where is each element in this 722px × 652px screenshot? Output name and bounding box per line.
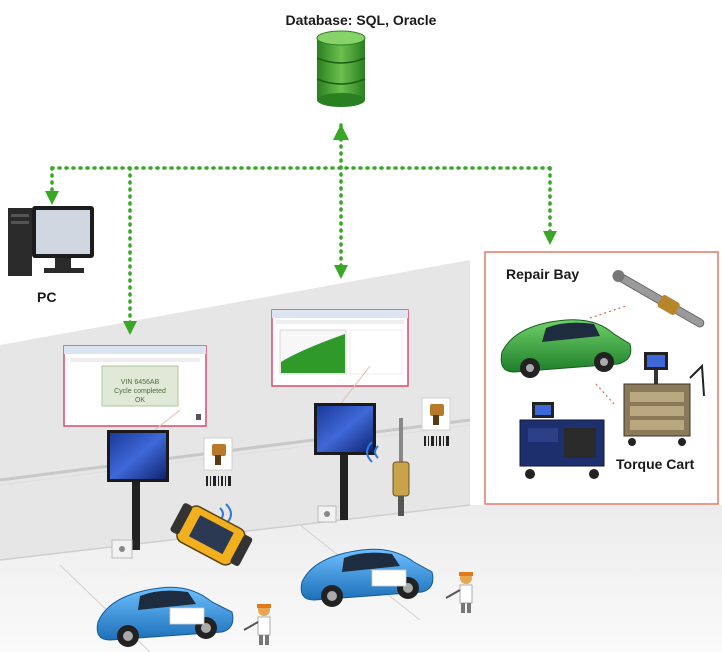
worker-2-icon <box>445 572 473 613</box>
network-connectors <box>45 123 557 335</box>
station-1-popup-window <box>63 345 207 427</box>
torque-cart-icon <box>623 352 705 446</box>
monitor-2-icon <box>314 403 376 523</box>
popup-result-line: OK <box>134 397 146 404</box>
torque-tool-icon <box>392 418 410 516</box>
pc-icon <box>8 206 94 276</box>
popup-status-text: VIN 6456AB Cycle completed OK <box>110 378 170 405</box>
database-label: Database: SQL, Oracle <box>285 12 437 28</box>
handheld-controller-icon <box>170 503 253 566</box>
station-2-popup-window <box>271 309 409 387</box>
car-blue-1-icon <box>96 586 234 647</box>
torque-wrench-icon <box>612 270 705 328</box>
nutrunner-barcode-1 <box>203 437 233 486</box>
repair-bay-label: Repair Bay <box>506 266 580 282</box>
torque-cart-label: Torque Cart <box>616 456 695 472</box>
monitor-1-icon <box>107 430 169 559</box>
car-green-icon <box>500 319 632 378</box>
blue-cart-icon <box>519 402 605 479</box>
repair-bay-links <box>589 305 627 405</box>
popup-cycle-line: Cycle completed <box>114 388 166 395</box>
pc-label: PC <box>37 289 57 305</box>
worker-1-icon <box>243 604 271 645</box>
database-icon <box>316 30 366 107</box>
popup-pointer-line-2 <box>335 365 371 411</box>
connector-up-arrow <box>333 124 349 140</box>
torque-curve-area <box>281 334 345 373</box>
car-blue-2-icon <box>300 548 434 607</box>
nutrunner-barcode-2 <box>421 397 451 446</box>
popup-vin-line: VIN 6456AB <box>120 379 160 386</box>
